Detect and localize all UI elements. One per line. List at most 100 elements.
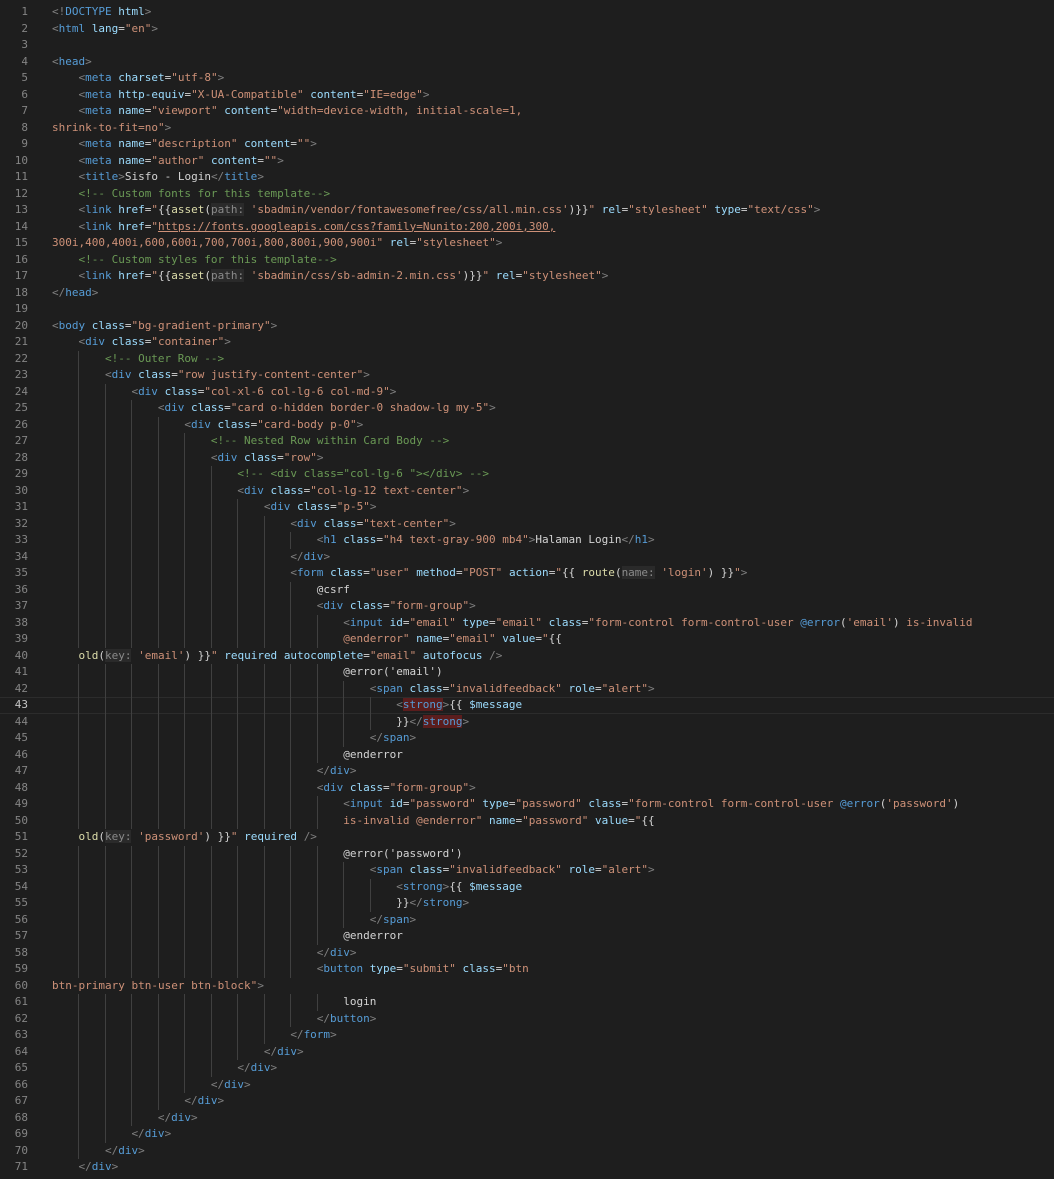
token-text: =	[144, 203, 152, 216]
code-line[interactable]: 48<div class="form-group">	[0, 779, 1054, 796]
code-line[interactable]: 30<div class="col-lg-12 text-center">	[0, 482, 1054, 499]
indent-guide	[104, 862, 106, 879]
code-line[interactable]: 59<button type="submit" class="btn	[0, 961, 1054, 978]
code-line[interactable]: 12<!-- Custom fonts for this template-->	[0, 186, 1054, 203]
token-parameter-hint: name:	[621, 566, 655, 579]
code-line[interactable]: 13<link href="{{asset(path: 'sbadmin/ven…	[0, 202, 1054, 219]
code-line[interactable]: 66</div>	[0, 1076, 1054, 1093]
code-line[interactable]: 41@error('email')	[0, 664, 1054, 681]
code-line[interactable]: 47</div>	[0, 763, 1054, 780]
indent-guide	[343, 680, 345, 697]
code-line[interactable]: 69</div>	[0, 1126, 1054, 1143]
code-line[interactable]: 52@error('password')	[0, 845, 1054, 862]
code-line[interactable]: 71</div>	[0, 1159, 1054, 1176]
code-line[interactable]: 18</head>	[0, 285, 1054, 302]
code-line[interactable]: 24<div class="col-xl-6 col-lg-6 col-md-9…	[0, 383, 1054, 400]
indent-guide	[237, 664, 239, 681]
code-line[interactable]: 5<meta charset="utf-8">	[0, 70, 1054, 87]
token-text	[363, 962, 370, 975]
code-line[interactable]: 37<div class="form-group">	[0, 598, 1054, 615]
code-line[interactable]: 33<h1 class="h4 text-gray-900 mb4">Halam…	[0, 532, 1054, 549]
code-line[interactable]: 70</div>	[0, 1142, 1054, 1159]
code-line[interactable]: 27<!-- Nested Row within Card Body -->	[0, 433, 1054, 450]
indent-guide	[263, 763, 265, 780]
code-line[interactable]: 31<div class="p-5">	[0, 499, 1054, 516]
code-line[interactable]: 32<div class="text-center">	[0, 515, 1054, 532]
token-punctuation: >	[528, 533, 536, 546]
code-line[interactable]: 55}}</strong>	[0, 895, 1054, 912]
code-line[interactable]: 16<!-- Custom styles for this template--…	[0, 252, 1054, 269]
code-line[interactable]: 17<link href="{{asset(path: 'sbadmin/css…	[0, 268, 1054, 285]
code-line[interactable]: 54<strong>{{ $message	[0, 878, 1054, 895]
code-line[interactable]: 4<head>	[0, 54, 1054, 71]
code-line[interactable]: 46@enderror	[0, 746, 1054, 763]
token-punctuation: >	[151, 21, 158, 35]
indent-guide	[104, 581, 106, 598]
code-line[interactable]: 49<input id="password" type="password" c…	[0, 796, 1054, 813]
token-text: =	[118, 21, 125, 35]
token-text: =	[144, 219, 152, 233]
code-line[interactable]: 65</div>	[0, 1060, 1054, 1077]
code-line[interactable]: 26<div class="card-body p-0">	[0, 416, 1054, 433]
code-line[interactable]: 34</div>	[0, 548, 1054, 566]
line-number: 46	[14, 747, 28, 761]
code-line[interactable]: 22<!-- Outer Row -->	[0, 350, 1054, 367]
code-content: </div>	[290, 549, 330, 566]
indent-guide	[78, 845, 80, 862]
code-line[interactable]: 7<meta name="viewport" content="width=de…	[0, 103, 1054, 120]
code-line[interactable]: 20<body class="bg-gradient-primary">	[0, 318, 1054, 335]
code-line[interactable]: 14<link href="https://fonts.googleapis.c…	[0, 219, 1054, 236]
indent-guide	[316, 895, 318, 912]
code-line[interactable]: 19	[0, 301, 1054, 318]
code-line[interactable]: 38<input id="email" type="email" class="…	[0, 614, 1054, 631]
code-line[interactable]: 67</div>	[0, 1093, 1054, 1110]
token-string: "author"	[151, 153, 205, 167]
code-line[interactable]: 23<div class="row justify-content-center…	[0, 367, 1054, 384]
code-content: </div>	[158, 1110, 198, 1127]
code-line[interactable]: 62</button>	[0, 1010, 1054, 1027]
token-text	[595, 203, 602, 216]
code-line[interactable]: 44}}</strong>	[0, 713, 1054, 730]
token-url-link[interactable]: https://fonts.googleapis.com/css?family=…	[157, 219, 556, 233]
code-line[interactable]: 56</span>	[0, 911, 1054, 928]
code-line[interactable]: 64</div>	[0, 1043, 1054, 1060]
code-line[interactable]: 3	[0, 37, 1054, 54]
code-line[interactable]: 36@csrf	[0, 581, 1054, 598]
code-line[interactable]: 57@enderror	[0, 928, 1054, 945]
code-line[interactable]: 10<meta name="author" content="">	[0, 153, 1054, 170]
code-line[interactable]: 42<span class="invalidfeedback" role="al…	[0, 680, 1054, 697]
code-line[interactable]: 2<html lang="en">	[0, 21, 1054, 38]
code-line[interactable]: 68</div>	[0, 1109, 1054, 1127]
indent-guide	[104, 416, 106, 433]
token-function-name: old	[78, 648, 99, 662]
code-line[interactable]: 45</span>	[0, 730, 1054, 747]
code-content: @error('email')	[343, 664, 442, 681]
code-line[interactable]: 9<meta name="description" content="">	[0, 136, 1054, 153]
token-punctuation: <	[343, 797, 350, 810]
code-line[interactable]: 35<form class="user" method="POST" actio…	[0, 565, 1054, 582]
code-line[interactable]: 11<title>Sisfo - Login</title>	[0, 169, 1054, 186]
code-line[interactable]: 28<div class="row">	[0, 449, 1054, 466]
code-line[interactable]: 53<span class="invalidfeedback" role="al…	[0, 862, 1054, 879]
code-line[interactable]: 1<!DOCTYPE html>	[0, 4, 1054, 21]
code-line[interactable]: 58</div>	[0, 944, 1054, 961]
code-line[interactable]: 29<!-- <div class="col-lg-6 "></div> -->	[0, 466, 1054, 483]
code-line[interactable]: 63</form>	[0, 1027, 1054, 1044]
code-line[interactable]: 39@enderror" name="email" value="{{	[0, 631, 1054, 648]
token-attribute-name: href	[118, 203, 145, 216]
code-line[interactable]: 6<meta http-equiv="X-UA-Compatible" cont…	[0, 87, 1054, 104]
token-tag-name: meta	[85, 71, 112, 84]
code-line[interactable]: 25<div class="card o-hidden border-0 sha…	[0, 400, 1054, 417]
code-content: <meta charset="utf-8">	[78, 70, 224, 87]
code-line[interactable]: 43<strong>{{ $message	[0, 697, 1054, 714]
code-content: <meta name="viewport" content="width=dev…	[78, 103, 522, 120]
code-line[interactable]: 21<div class="container">	[0, 334, 1054, 351]
